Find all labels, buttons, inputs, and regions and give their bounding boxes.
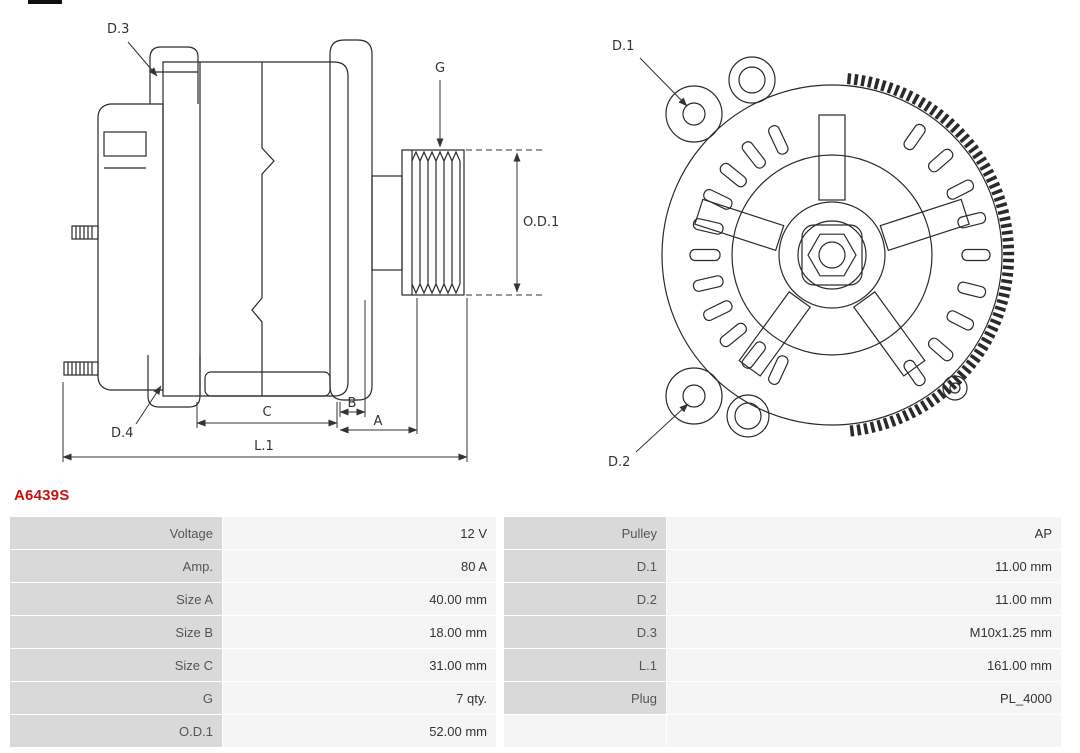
front-housing: [661, 73, 1015, 437]
vent-slots-left: [689, 125, 789, 385]
spec-value-cell: PL_4000: [667, 682, 1061, 714]
table-gap: [497, 517, 503, 549]
spec-value-cell: 80 A: [223, 550, 496, 582]
spec-value-cell: 31.00 mm: [223, 649, 496, 681]
spec-label-cell: Size B: [10, 616, 222, 648]
spec-row: Size A 40.00 mm D.2 11.00 mm: [10, 583, 1061, 615]
spec-label-cell: L.1: [504, 649, 666, 681]
spec-value-cell: 11.00 mm: [667, 583, 1061, 615]
label-d2: D.2: [608, 455, 630, 470]
spec-value-cell: [667, 715, 1061, 747]
spec-value-cell: 11.00 mm: [667, 550, 1061, 582]
alternator-body-outline: [63, 39, 403, 408]
label-od1: O.D.1: [523, 215, 559, 230]
part-number: A6439S: [14, 487, 70, 504]
spec-row: Voltage 12 V Pulley AP: [10, 517, 1061, 549]
table-gap: [497, 616, 503, 648]
spec-row: O.D.1 52.00 mm: [10, 715, 1061, 747]
front-leader-lines: [635, 57, 689, 453]
spec-label-cell: G: [10, 682, 222, 714]
spec-value-cell: M10x1.25 mm: [667, 616, 1061, 648]
spec-label-cell: D.2: [504, 583, 666, 615]
spec-row: Size C 31.00 mm L.1 161.00 mm: [10, 649, 1061, 681]
spec-label-cell: O.D.1: [10, 715, 222, 747]
label-g: G: [435, 61, 445, 76]
label-d4: D.4: [111, 426, 133, 441]
spec-label-cell: Plug: [504, 682, 666, 714]
spec-value-cell: 18.00 mm: [223, 616, 496, 648]
fan-spokes: [694, 114, 970, 377]
spec-label-cell: Pulley: [504, 517, 666, 549]
spec-value-cell: AP: [667, 517, 1061, 549]
label-l1: L.1: [254, 439, 274, 454]
spec-label-cell: D.1: [504, 550, 666, 582]
mounting-ears: [665, 56, 968, 438]
table-gap: [497, 583, 503, 615]
table-gap: [497, 649, 503, 681]
spec-row: G 7 qty. Plug PL_4000: [10, 682, 1061, 714]
table-gap: [497, 550, 503, 582]
spec-label-cell: Voltage: [10, 517, 222, 549]
spec-label-cell: D.3: [504, 616, 666, 648]
spec-value-cell: 12 V: [223, 517, 496, 549]
top-left-mark: [28, 0, 62, 4]
spec-label-cell: Size C: [10, 649, 222, 681]
spec-value-cell: 40.00 mm: [223, 583, 496, 615]
spec-label-cell: [504, 715, 666, 747]
label-b: B: [348, 396, 357, 411]
spec-row: Amp. 80 A D.1 11.00 mm: [10, 550, 1061, 582]
spec-label-cell: Amp.: [10, 550, 222, 582]
label-d1: D.1: [612, 39, 634, 54]
label-c: C: [262, 405, 271, 420]
spec-row: Size B 18.00 mm D.3 M10x1.25 mm: [10, 616, 1061, 648]
spec-label-cell: Size A: [10, 583, 222, 615]
alternator-side-view-diagram: D.3 G O.D.1 D.4 C B A L.1: [62, 22, 559, 462]
alternator-front-view-diagram: D.1 D.2: [608, 39, 1015, 470]
pulley: [401, 149, 465, 296]
label-d3: D.3: [107, 22, 129, 37]
spec-value-cell: 161.00 mm: [667, 649, 1061, 681]
table-gap: [497, 715, 503, 747]
vent-slots-right: [903, 123, 991, 387]
dimension-lines: [62, 41, 544, 462]
spec-table: Voltage 12 V Pulley AP Amp. 80 A D.1 11.…: [10, 517, 1061, 748]
table-gap: [497, 682, 503, 714]
spec-value-cell: 7 qty.: [223, 682, 496, 714]
spec-value-cell: 52.00 mm: [223, 715, 496, 747]
label-a: A: [374, 414, 383, 429]
